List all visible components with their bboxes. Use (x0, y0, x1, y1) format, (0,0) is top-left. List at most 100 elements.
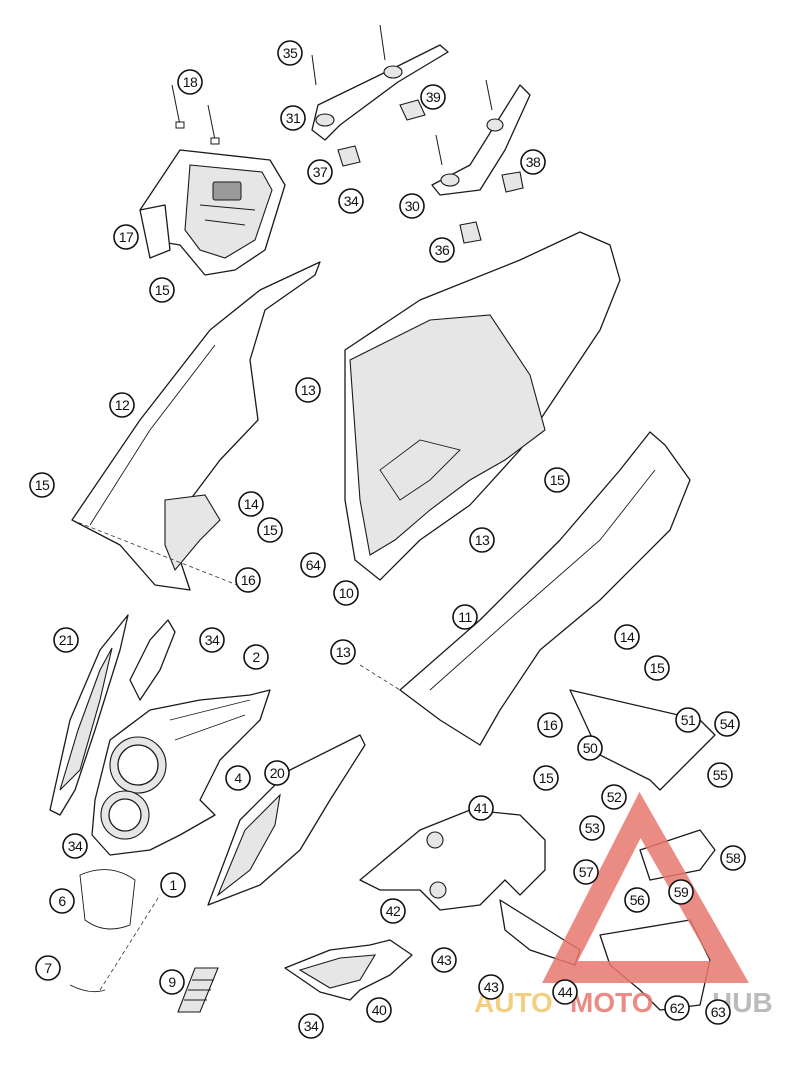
svg-text:57: 57 (579, 864, 594, 880)
callout-15-f: 15 (533, 765, 559, 791)
svg-text:34: 34 (68, 838, 83, 854)
svg-text:40: 40 (372, 1002, 387, 1018)
callout-64: 64 (300, 552, 326, 578)
callout-62: 62 (664, 995, 690, 1021)
svg-text:15: 15 (155, 282, 170, 298)
callout-54: 54 (714, 711, 740, 737)
svg-text:37: 37 (313, 164, 328, 180)
svg-text:53: 53 (585, 820, 600, 836)
svg-text:21: 21 (59, 632, 74, 648)
rubber-mounts (337, 99, 524, 244)
callout-42: 42 (380, 898, 406, 924)
svg-text:17: 17 (119, 229, 134, 245)
callout-6: 6 (49, 888, 75, 914)
svg-text:15: 15 (35, 477, 50, 493)
callout-13-b: 13 (469, 527, 495, 553)
callout-labels: 35 18 31 39 37 38 34 30 17 36 15 12 13 1… (29, 40, 746, 1039)
svg-text:15: 15 (263, 522, 278, 538)
callout-57: 57 (573, 859, 599, 885)
svg-text:36: 36 (435, 242, 450, 258)
callout-18: 18 (177, 69, 203, 95)
svg-text:44: 44 (558, 984, 573, 1000)
callout-52: 52 (601, 784, 627, 810)
svg-text:43: 43 (437, 952, 452, 968)
svg-text:18: 18 (183, 74, 198, 90)
mudguard-extension (569, 689, 716, 791)
svg-text:34: 34 (205, 632, 220, 648)
svg-text:41: 41 (474, 800, 489, 816)
side-fairing-left (49, 614, 176, 816)
svg-text:9: 9 (168, 974, 176, 990)
callout-37: 37 (307, 159, 333, 185)
callout-44: 44 (552, 979, 578, 1005)
callout-38: 38 (520, 149, 546, 175)
splash-guard (284, 939, 413, 1001)
svg-text:38: 38 (526, 154, 541, 170)
tail-cowl-upper (344, 231, 621, 581)
callout-34-low: 34 (62, 833, 88, 859)
svg-text:11: 11 (458, 609, 472, 625)
svg-text:51: 51 (681, 712, 696, 728)
svg-text:43: 43 (484, 979, 499, 995)
svg-text:10: 10 (339, 585, 354, 601)
svg-text:30: 30 (405, 198, 420, 214)
svg-text:35: 35 (283, 45, 298, 61)
callout-31: 31 (280, 105, 306, 131)
callout-14-a: 14 (238, 491, 264, 517)
callout-34-mid: 34 (199, 627, 225, 653)
svg-text:14: 14 (244, 496, 259, 512)
svg-text:12: 12 (115, 397, 130, 413)
callout-15-d: 15 (544, 467, 570, 493)
headlight-mask (91, 689, 271, 856)
svg-text:62: 62 (670, 1000, 685, 1016)
callout-59: 59 (668, 879, 694, 905)
svg-text:59: 59 (674, 884, 689, 900)
callout-34-bottom: 34 (298, 1013, 324, 1039)
callout-12: 12 (109, 392, 135, 418)
callout-15-b: 15 (29, 472, 55, 498)
callout-41: 41 (468, 795, 494, 821)
side-fairing-right (207, 734, 366, 906)
svg-text:50: 50 (583, 740, 598, 756)
svg-text:16: 16 (543, 717, 558, 733)
callout-50: 50 (577, 735, 603, 761)
callout-9: 9 (159, 969, 185, 995)
svg-text:15: 15 (650, 660, 665, 676)
callout-4: 4 (225, 765, 251, 791)
reflector (177, 967, 219, 1013)
svg-text:13: 13 (475, 532, 490, 548)
callout-35: 35 (277, 40, 303, 66)
callout-14-b: 14 (614, 624, 640, 650)
svg-text:64: 64 (306, 557, 321, 573)
svg-text:15: 15 (550, 472, 565, 488)
svg-text:4: 4 (234, 770, 242, 786)
svg-text:16: 16 (241, 572, 256, 588)
callout-39: 39 (420, 84, 446, 110)
callout-11: 11 (452, 604, 478, 630)
svg-text:55: 55 (713, 767, 728, 783)
svg-text:56: 56 (630, 892, 645, 908)
callout-58: 58 (720, 845, 746, 871)
svg-text:58: 58 (726, 850, 741, 866)
svg-text:54: 54 (720, 716, 735, 732)
callout-15-a: 15 (149, 277, 175, 303)
callout-15-e: 15 (644, 655, 670, 681)
grab-handle-left (311, 24, 449, 141)
number-plate-bracket (139, 84, 286, 276)
svg-text:31: 31 (286, 110, 301, 126)
svg-text:39: 39 (426, 89, 441, 105)
svg-text:1: 1 (169, 877, 177, 893)
callout-56: 56 (624, 887, 650, 913)
side-panel-right (359, 431, 691, 746)
svg-text:14: 14 (620, 629, 635, 645)
callout-17: 17 (113, 224, 139, 250)
callout-53: 53 (579, 815, 605, 841)
svg-text:15: 15 (539, 770, 554, 786)
callout-36: 36 (429, 237, 455, 263)
callout-13-c: 13 (330, 639, 356, 665)
svg-text:13: 13 (336, 644, 351, 660)
callout-43-a: 43 (431, 947, 457, 973)
callout-63: 63 (705, 999, 731, 1025)
callout-7: 7 (35, 955, 61, 981)
